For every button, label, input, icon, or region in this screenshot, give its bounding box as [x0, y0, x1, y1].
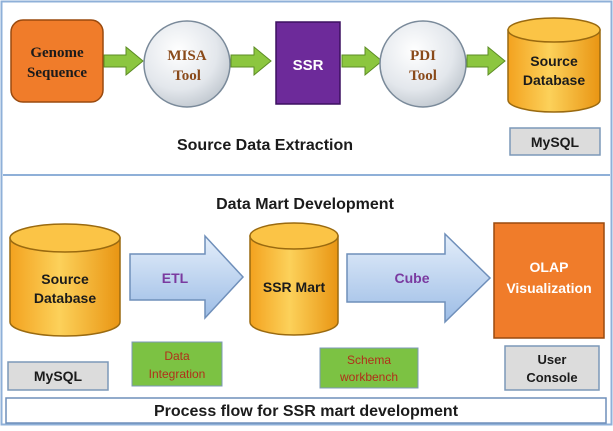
schema-workbench-line1: Schema — [347, 353, 391, 367]
source-db-bottom-line1: Source — [41, 271, 89, 287]
source-db-top-line1: Source — [530, 53, 578, 69]
user-console-line2: Console — [526, 370, 577, 385]
arrow-ssr-to-pdi — [341, 45, 383, 77]
pdi-label-line2: Tool — [409, 68, 437, 84]
user-console-line1: User — [538, 352, 567, 367]
genome-sequence-node: Genome Sequence — [10, 19, 104, 103]
schema-workbench-line2: workbench — [339, 370, 398, 384]
schema-workbench-label: Schema workbench — [319, 347, 419, 389]
source-database-cylinder-bottom: Source Database — [9, 223, 121, 337]
source-database-cylinder-top: Source Database — [507, 17, 601, 113]
misa-label-line2: Tool — [173, 68, 201, 84]
data-mart-development-section: Data Mart Development Source Database ET… — [7, 196, 605, 391]
user-console-label: User Console — [504, 345, 600, 391]
mysql-bottom-text: MySQL — [34, 368, 83, 384]
data-integration-line1: Data — [164, 349, 190, 363]
pdi-tool-node: PDI Tool — [379, 20, 467, 108]
misa-label-line1: MISA — [167, 48, 206, 64]
olap-visualization-node: OLAP Visualization — [493, 222, 605, 339]
genome-label-line2: Sequence — [27, 65, 87, 81]
olap-label-line1: OLAP — [530, 259, 569, 275]
data-integration-line2: Integration — [149, 367, 206, 381]
pdi-label-line1: PDI — [410, 48, 436, 64]
arrow-pdi-to-source-db — [466, 45, 506, 77]
etl-arrow: ETL — [129, 234, 245, 320]
ssr-mart-cylinder: SSR Mart — [249, 222, 339, 336]
etl-label: ETL — [162, 270, 189, 286]
data-mart-development-title: Data Mart Development — [216, 196, 394, 213]
arrow-genome-to-misa — [103, 45, 144, 77]
source-db-bottom-line2: Database — [34, 290, 96, 306]
cube-label: Cube — [395, 270, 430, 286]
source-db-top-line2: Database — [523, 72, 585, 88]
arrow-misa-to-ssr — [230, 45, 272, 77]
genome-label-line1: Genome — [30, 45, 84, 61]
mysql-label-top: MySQL — [509, 127, 601, 156]
caption-text: Process flow for SSR mart development — [154, 403, 459, 420]
mysql-label-bottom: MySQL — [7, 361, 109, 391]
source-data-extraction-title: Source Data Extraction — [177, 137, 353, 154]
caption-bar: Process flow for SSR mart development — [5, 397, 607, 424]
ssr-label: SSR — [293, 57, 324, 74]
ssr-node: SSR — [275, 21, 341, 105]
data-integration-label: Data Integration — [131, 341, 223, 387]
ssr-mart-label: SSR Mart — [263, 279, 326, 295]
cube-arrow: Cube — [346, 232, 492, 324]
olap-label-line2: Visualization — [506, 280, 591, 296]
mysql-top-text: MySQL — [531, 134, 580, 150]
misa-tool-node: MISA Tool — [143, 20, 231, 108]
source-data-extraction-section: Genome Sequence MISA Tool SSR PDI Tool — [10, 17, 601, 156]
